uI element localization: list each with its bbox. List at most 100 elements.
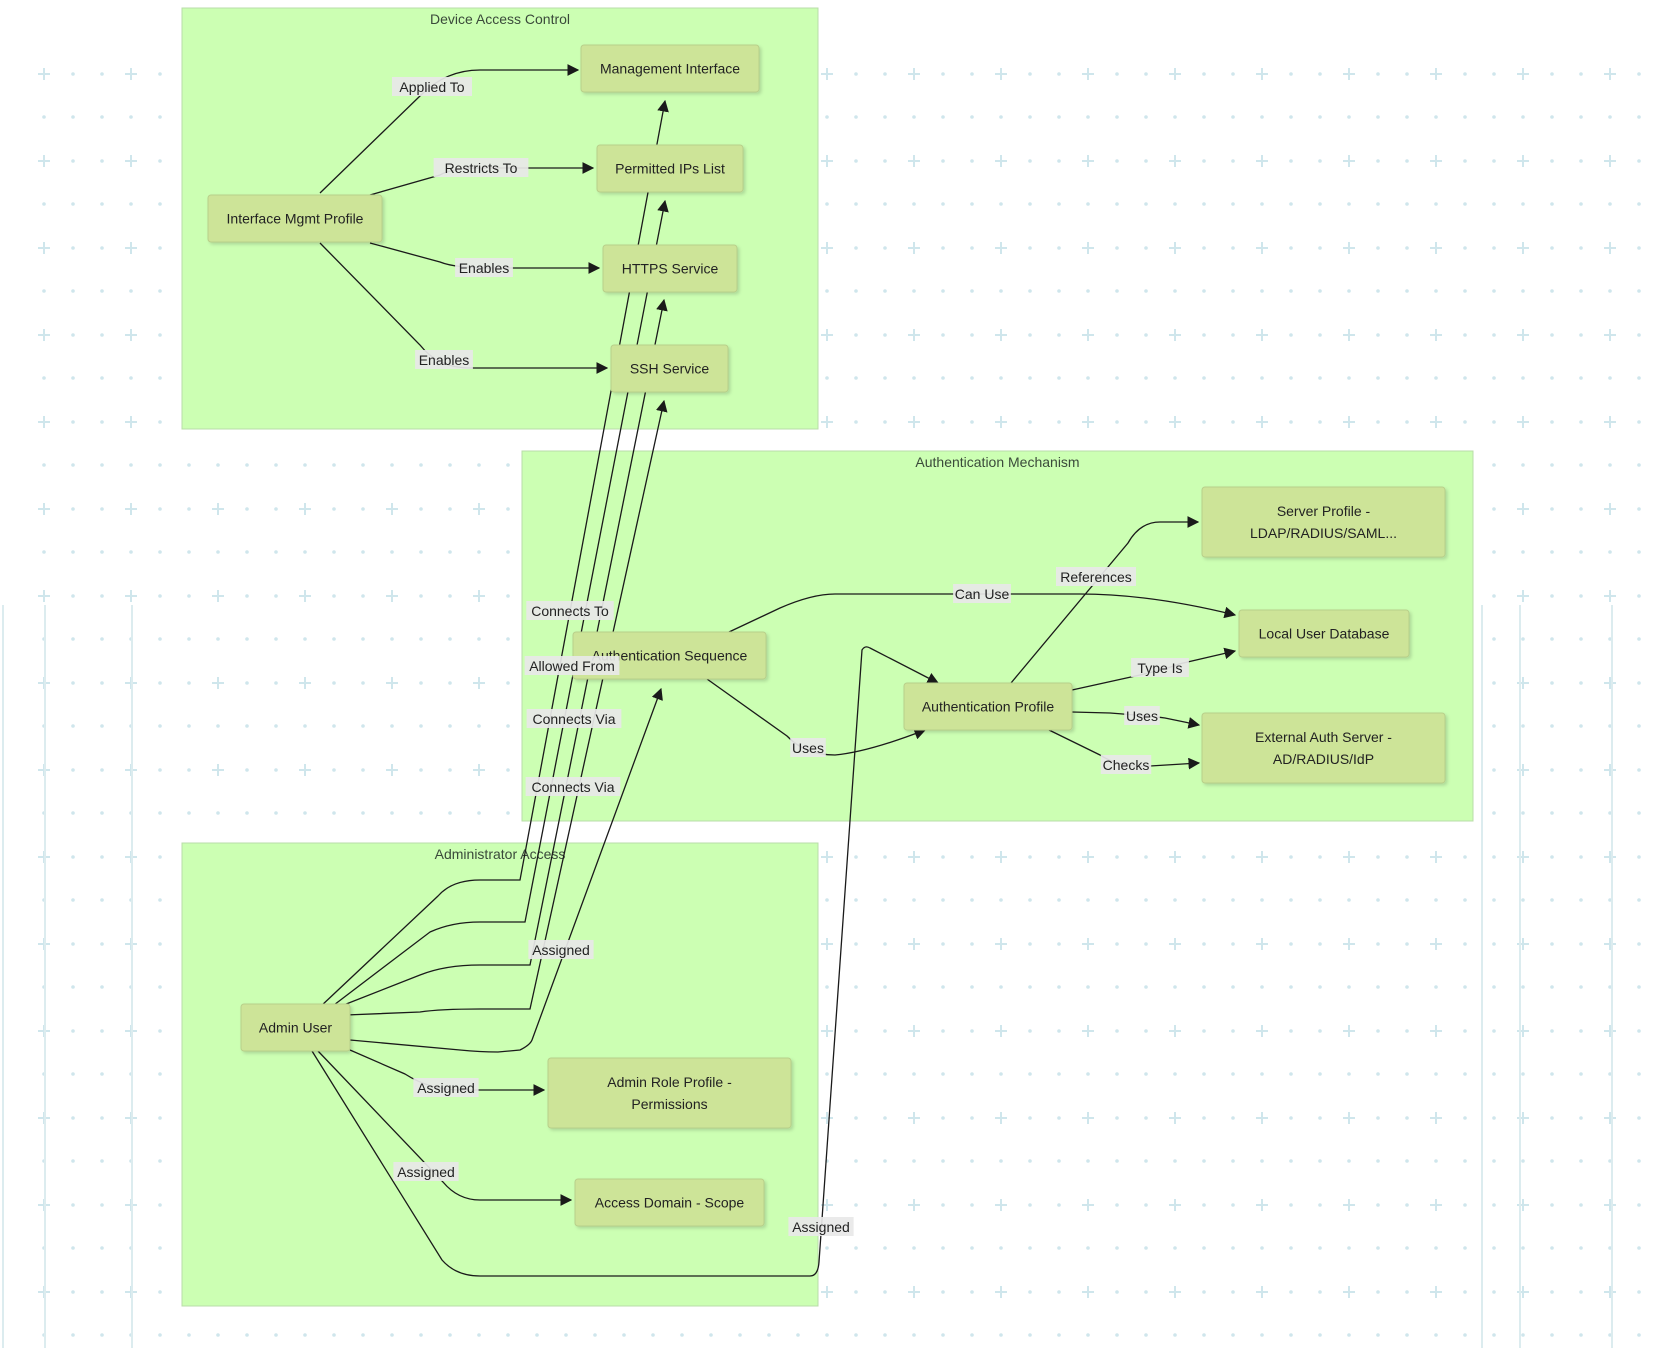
grid-dot [1376,202,1380,206]
grid-dot [1550,246,1554,250]
grid-dot [1289,1072,1293,1076]
node-https[interactable]: HTTPS Service [602,244,738,293]
grid-dot [100,811,104,815]
node-local-db[interactable]: Local User Database [1238,609,1410,658]
node-ext-auth[interactable]: External Auth Server -AD/RADIUS/IdP [1201,712,1446,784]
node-role-profile[interactable]: Admin Role Profile -Permissions [547,1057,792,1129]
grid-dot [361,768,365,772]
edge-label-e14: Can Use [953,584,1011,603]
grid-dot [1115,942,1119,946]
grid-plus-mark [38,329,50,341]
grid-dot [1405,115,1409,119]
grid-dot [100,72,104,76]
grid-dot [1637,159,1641,163]
grid-dot [216,637,220,641]
grid-plus-mark [821,1286,833,1298]
edge-label-e9: Assigned [528,940,594,959]
grid-dot [1405,1333,1409,1337]
grid-dot [999,376,1003,380]
node-mgmt-iface[interactable]: Management Interface [580,44,760,93]
grid-dot [1637,1159,1641,1163]
grid-dot [970,333,974,337]
node-iface-profile[interactable]: Interface Mgmt Profile [207,194,383,243]
grid-dot [883,1246,887,1250]
grid-dot [970,246,974,250]
grid-plus-mark [1169,1025,1181,1037]
grid-dot [1376,855,1380,859]
grid-dot [1376,1072,1380,1076]
edge-label-text: Type Is [1137,660,1182,676]
grid-plus-mark [821,1112,833,1124]
grid-dot [1173,1333,1177,1337]
grid-dot [332,1333,336,1337]
grid-dot [1202,942,1206,946]
grid-dot [448,550,452,554]
grid-dot [941,942,945,946]
edge-label-text: Assigned [792,1219,850,1235]
grid-dot [274,507,278,511]
grid-dot [1289,1246,1293,1250]
grid-dot [1260,898,1264,902]
grid-plus-mark [1082,851,1094,863]
grid-plus-mark [821,329,833,341]
grid-plus-mark [125,329,137,341]
grid-dot [1550,855,1554,859]
grid-dot [332,463,336,467]
grid-dot [187,550,191,554]
grid-dot [274,724,278,728]
grid-dot [941,1116,945,1120]
grid-dot [71,811,75,815]
grid-dot [1202,246,1206,250]
grid-dot [1608,463,1612,467]
node-admin-user[interactable]: Admin User [240,1003,351,1052]
grid-dot [1608,202,1612,206]
grid-dot [854,855,858,859]
grid-dot [1231,1159,1235,1163]
grid-dot [1492,1072,1496,1076]
grid-dot [187,1333,191,1337]
grid-dot [941,1333,945,1337]
grid-dot [883,289,887,293]
grid-dot [158,898,162,902]
grid-dot [1144,985,1148,989]
grid-dot [1579,246,1583,250]
grid-dot [1028,1246,1032,1250]
grid-dot [1521,985,1525,989]
grid-dot [477,463,481,467]
grid-dot [1637,1203,1641,1207]
grid-dot [912,376,916,380]
grid-dot [1608,637,1612,641]
grid-dot [1231,985,1235,989]
grid-dot [390,550,394,554]
grid-dot [1231,420,1235,424]
grid-dot [187,811,191,815]
grid-dot [883,985,887,989]
grid-dot [883,333,887,337]
grid-dot [1550,811,1554,815]
node-auth-profile[interactable]: Authentication Profile [903,682,1073,731]
grid-dot [1463,1333,1467,1337]
grid-dot [1057,1116,1061,1120]
grid-dot [1173,1159,1177,1163]
grid-dot [1289,246,1293,250]
grid-dot [42,202,46,206]
grid-dot [1144,1246,1148,1250]
node-access-domain[interactable]: Access Domain - Scope [574,1178,765,1227]
node-ssh[interactable]: SSH Service [610,344,729,393]
grid-dot [1202,1203,1206,1207]
grid-dot [390,463,394,467]
grid-dot [448,811,452,815]
grid-dot [332,811,336,815]
node-permitted-ips[interactable]: Permitted IPs List [596,144,744,193]
grid-dot [1231,1116,1235,1120]
grid-dot [883,1072,887,1076]
grid-plus-mark [1604,1286,1616,1298]
grid-dot [1579,681,1583,685]
grid-dot [1318,1333,1322,1337]
grid-dot [303,724,307,728]
node-server-profile[interactable]: Server Profile -LDAP/RADIUS/SAML... [1201,486,1446,558]
grid-dot [1579,594,1583,598]
grid-plus-mark [908,155,920,167]
edge-label-text: Can Use [955,586,1010,602]
grid-dot [1492,1029,1496,1033]
